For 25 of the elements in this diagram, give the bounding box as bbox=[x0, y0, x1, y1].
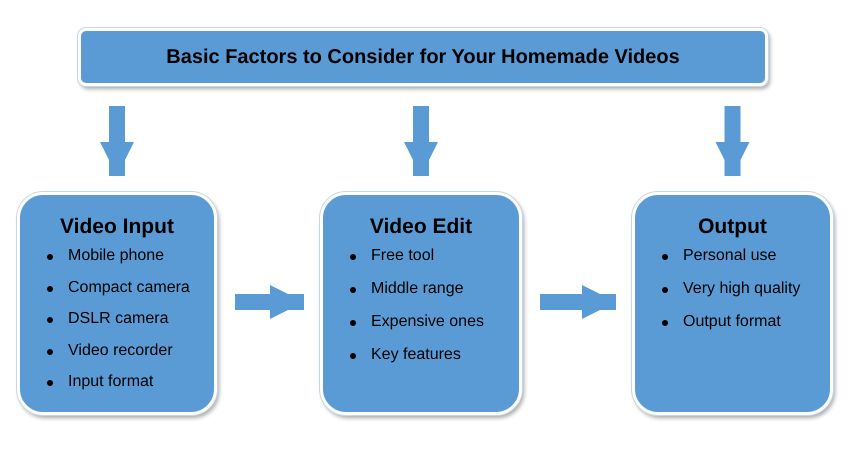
bullet-item: Key features bbox=[345, 346, 509, 364]
bullet-item: Expensive ones bbox=[345, 313, 509, 331]
bullet-item: Free tool bbox=[345, 247, 509, 265]
rounded-box bbox=[632, 192, 833, 415]
bullet-item: Very high quality bbox=[657, 280, 820, 298]
bullet-item: Input format bbox=[42, 373, 204, 391]
arrow bbox=[100, 106, 134, 176]
bullet-item: Personal use bbox=[657, 247, 820, 265]
bullet-item: Video recorder bbox=[42, 342, 204, 360]
arrow bbox=[716, 106, 750, 176]
arrow bbox=[235, 285, 304, 319]
bullet-item: Compact camera bbox=[42, 278, 204, 296]
heading: Video Edit bbox=[368, 215, 474, 239]
arrow bbox=[404, 106, 438, 176]
bullet-item: Mobile phone bbox=[42, 247, 204, 265]
title-box bbox=[78, 28, 768, 86]
title: Basic Factors to Consider for Your Homemade Videos bbox=[166, 46, 680, 68]
rounded-box bbox=[17, 192, 217, 415]
arrow bbox=[540, 285, 616, 319]
rounded-box bbox=[320, 192, 522, 415]
heading: Output bbox=[697, 215, 768, 239]
bullet-item: Output format bbox=[657, 313, 820, 331]
heading: Video Input bbox=[59, 215, 175, 239]
bullet-item: DSLR camera bbox=[42, 310, 204, 328]
bullet-item: Middle range bbox=[345, 280, 509, 298]
